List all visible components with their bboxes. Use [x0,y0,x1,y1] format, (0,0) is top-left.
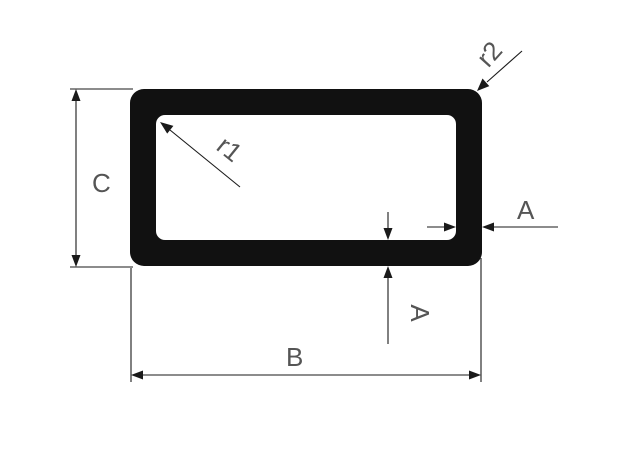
label-c: C [92,168,111,198]
leader-line-r1 [169,129,241,188]
arrowhead-right [469,370,481,380]
leader-line-r2 [486,50,523,83]
arrowhead-bottom-inner [383,228,393,240]
label-r2: r2 [470,35,508,72]
label-b: B [286,342,303,372]
label-a-side: A [517,195,535,225]
dimension-a-bottom [383,212,393,344]
arrowhead-side-inner [444,222,456,232]
dimension-a-side [427,222,558,232]
arrowhead-down [71,255,81,267]
tube-profile [130,89,482,266]
radius-r1 [160,122,241,188]
dimension-b [130,258,482,382]
arrowhead-up [71,89,81,101]
arrowhead-r2 [477,78,490,91]
dimension-c [70,88,133,268]
radius-r2 [477,50,523,91]
arrowhead-side-outer [482,222,494,232]
label-r1: r1 [211,130,248,168]
arrowhead-bottom-outer [383,266,393,278]
arrowhead-left [131,370,143,380]
arrowhead-r1 [160,122,174,134]
label-a-bottom: A [405,304,435,322]
